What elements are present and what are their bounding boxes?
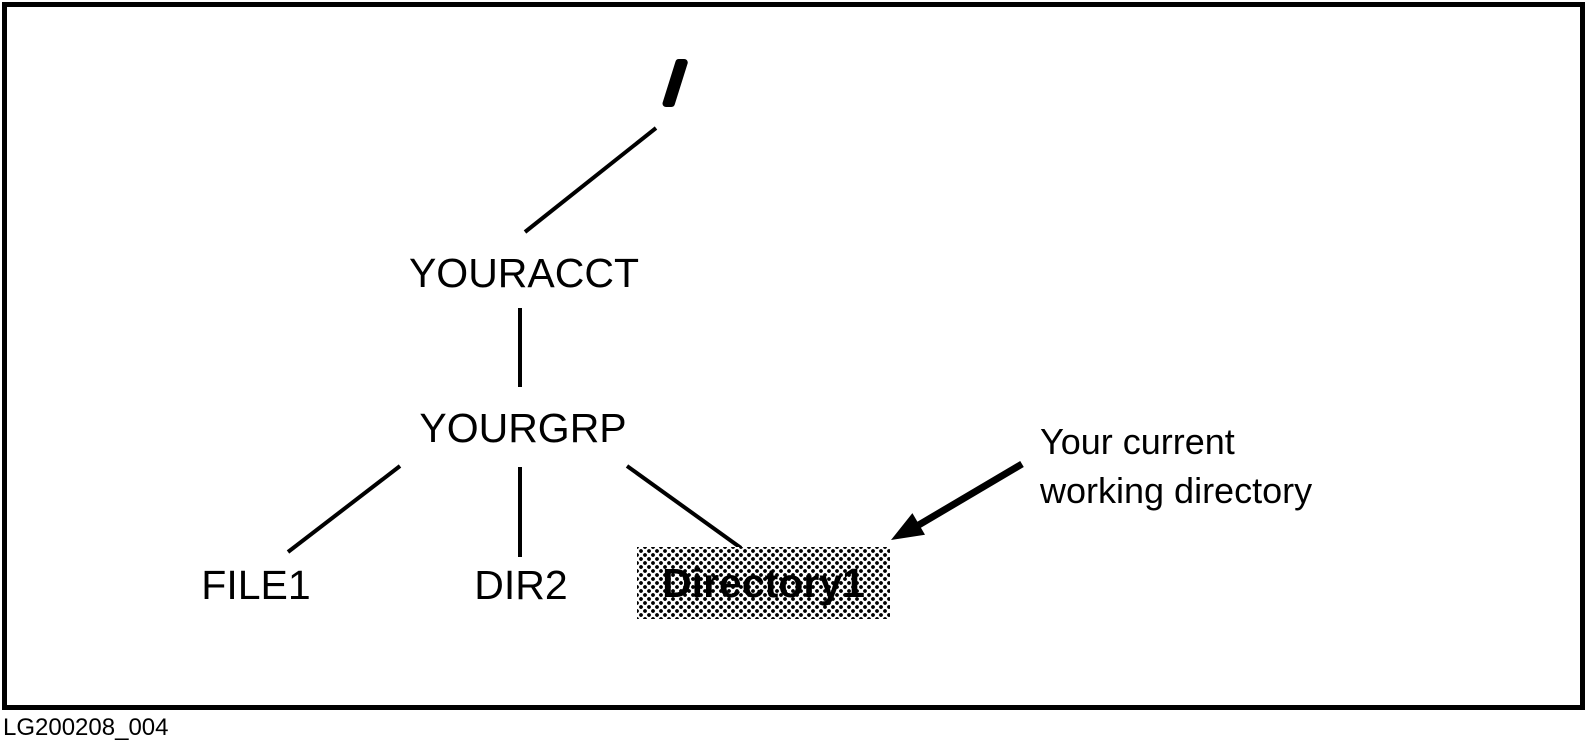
annotation-current-working-directory: Your current working directory [1040,417,1312,515]
node-directory1: Directory1 [662,559,865,606]
node-yourgrp: YOURGRP [419,405,627,451]
node-directory1-highlight: Directory1 [637,547,890,619]
annotation-line1: Your current [1040,421,1235,462]
annotation-line2: working directory [1040,470,1313,511]
node-youracct: YOURACCT [408,250,640,296]
node-file1: FILE1 [201,562,311,608]
figure-id-caption: LG200208_004 [3,714,169,741]
node-dir2: DIR2 [474,562,568,608]
